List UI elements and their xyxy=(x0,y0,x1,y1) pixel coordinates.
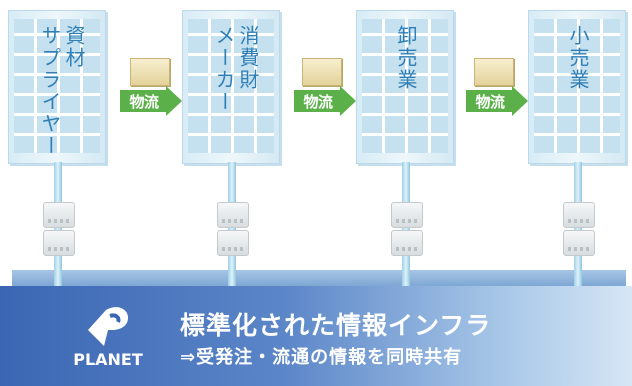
connector-plug-icon xyxy=(391,202,423,228)
planet-logo-text: PLANET xyxy=(73,350,143,369)
package-box-icon xyxy=(130,58,170,86)
connector-plug-icon xyxy=(43,202,75,228)
building-consumer-goods-maker: 消費財 メーカー xyxy=(182,10,280,164)
logistics-label: 物流 xyxy=(303,93,333,111)
connector-socket-icon xyxy=(391,230,423,256)
package-box-icon xyxy=(474,58,514,86)
building-wholesale: 卸売業 xyxy=(356,10,454,164)
platform-subtitle: ⇒受発注・流通の情報を同時共有 xyxy=(180,347,463,368)
package-box-icon xyxy=(302,58,342,86)
building-label-line1: 小売業 xyxy=(566,25,590,91)
building-label-line2: メーカー xyxy=(212,25,236,113)
logistics-arrow: 物流 xyxy=(120,86,182,116)
connector-socket-icon xyxy=(217,230,249,256)
building-material-supplier: 資材 サプライヤー xyxy=(8,10,106,164)
building-windows xyxy=(362,19,448,153)
connector-plug-icon xyxy=(563,202,595,228)
building-windows xyxy=(14,19,100,153)
connector-socket-icon xyxy=(43,230,75,256)
planet-logo-icon xyxy=(58,300,158,380)
building-retail: 小売業 xyxy=(528,10,626,164)
logistics-label: 物流 xyxy=(129,93,159,111)
building-windows xyxy=(534,19,620,153)
building-windows xyxy=(188,19,274,153)
logistics-arrow: 物流 xyxy=(466,86,528,116)
logistics-label: 物流 xyxy=(475,93,505,111)
platform-top-edge xyxy=(12,270,626,286)
building-label-line1: 消費財 xyxy=(236,25,260,91)
connector-plug-icon xyxy=(217,202,249,228)
platform-title: 標準化された情報インフラ xyxy=(180,311,492,340)
logistics-arrow: 物流 xyxy=(294,86,356,116)
connector-socket-icon xyxy=(563,230,595,256)
building-label-line1: 資材 xyxy=(62,25,86,69)
building-label-line1: 卸売業 xyxy=(394,25,418,91)
building-label-line2: サプライヤー xyxy=(38,25,62,157)
